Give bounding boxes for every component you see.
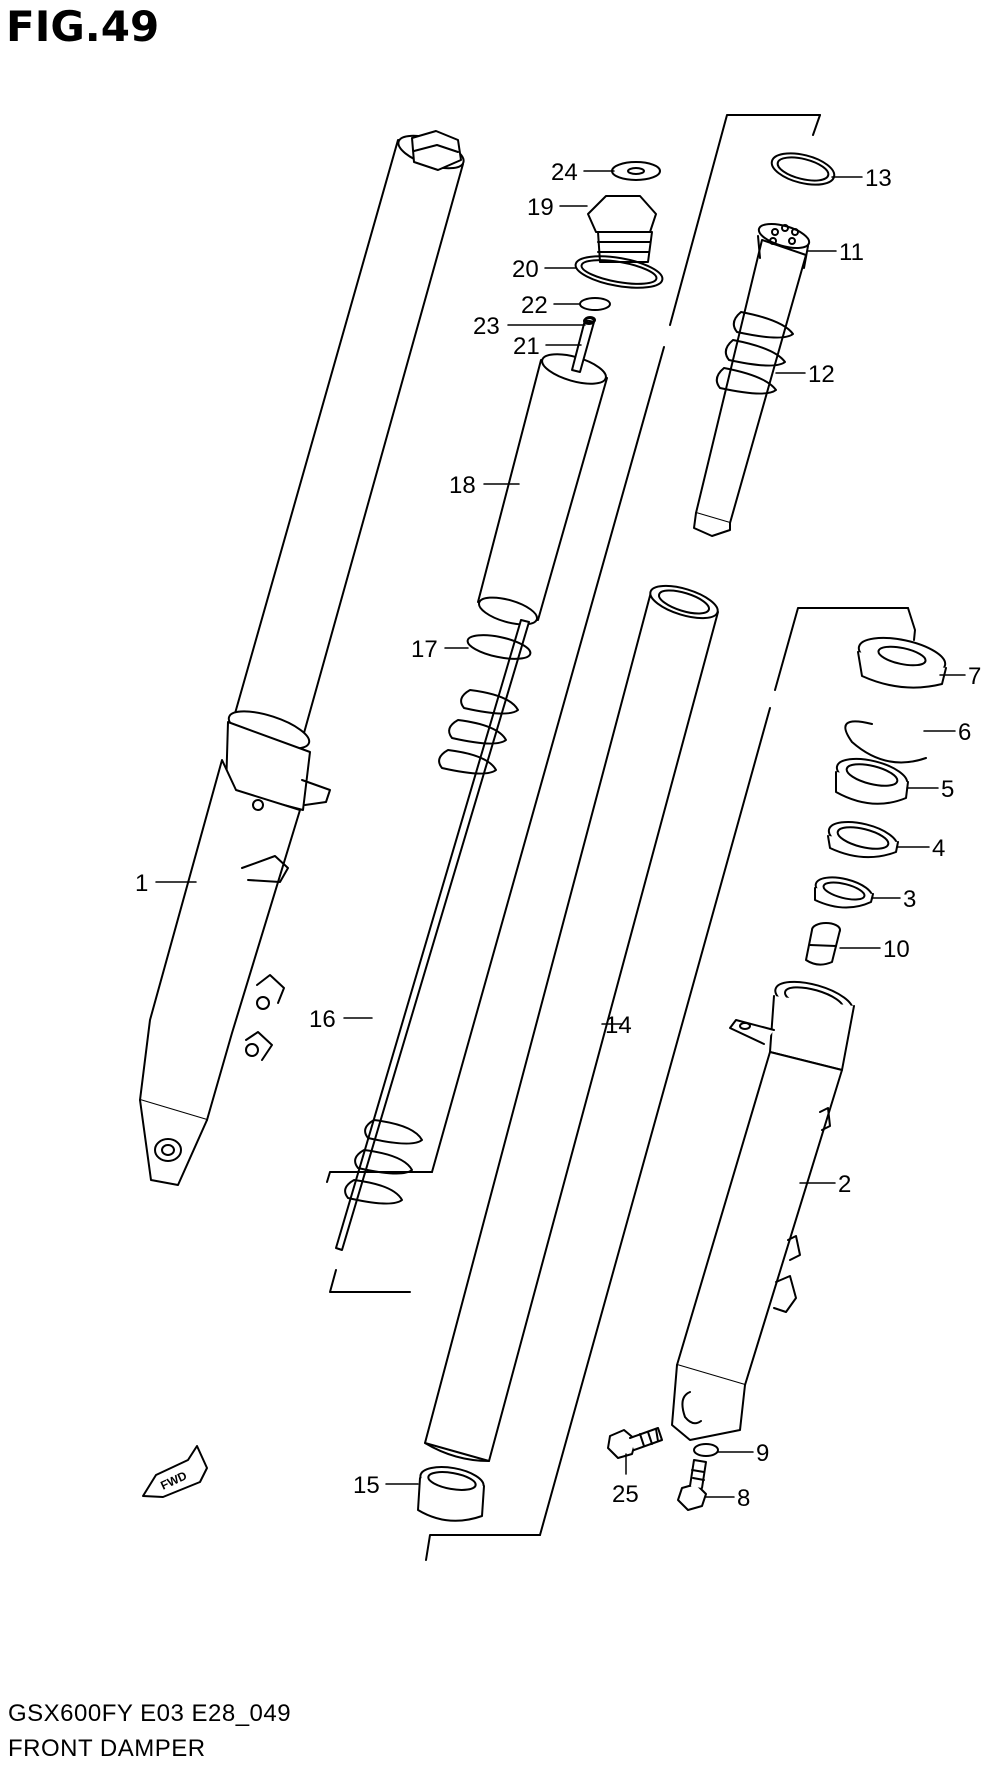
forward-direction-marker: FWD	[142, 1445, 208, 1498]
callout-14: 14	[605, 1012, 632, 1039]
callout-10: 10	[883, 936, 910, 963]
part-9-gasket	[693, 1443, 719, 1457]
callout-24: 24	[551, 159, 578, 186]
callout-20: 20	[512, 256, 539, 283]
callout-17: 17	[411, 636, 438, 663]
figure-title: FIG.49	[6, 2, 160, 51]
part-19-cap-bolt	[587, 195, 657, 263]
part-7-dust-seal	[857, 636, 947, 689]
callout-2: 2	[838, 1171, 851, 1198]
callout-3: 3	[903, 886, 916, 913]
figure-name: FRONT DAMPER	[8, 1735, 206, 1762]
part-8-bolt	[677, 1459, 707, 1511]
part-20-o-ring	[574, 255, 664, 289]
callout-13: 13	[865, 165, 892, 192]
callout-6: 6	[958, 719, 971, 746]
part-2-fork-leg-right	[671, 980, 855, 1441]
model-code: GSX600FY E03 E28_049	[8, 1700, 292, 1727]
callout-16: 16	[309, 1006, 336, 1033]
callout-21: 21	[513, 333, 540, 360]
callout-8: 8	[737, 1485, 750, 1512]
part-12-fork-spring	[715, 311, 794, 395]
callout-12: 12	[808, 361, 835, 388]
callout-7: 7	[968, 663, 981, 690]
callout-15: 15	[353, 1472, 380, 1499]
callout-9: 9	[756, 1440, 769, 1467]
callout-numbers: 24 19 20 22 23 21 18 17 16 1 13 11 12 14…	[135, 159, 981, 1512]
callout-5: 5	[941, 776, 954, 803]
part-18-damper-cylinder	[477, 353, 608, 626]
part-5-oil-seal	[835, 757, 909, 805]
callout-11: 11	[839, 239, 864, 266]
part-25-bolt	[607, 1427, 663, 1459]
assembly-bracket-upper	[326, 114, 821, 1293]
part-4-seal-spacer	[827, 820, 899, 859]
part-13-ring	[770, 152, 836, 186]
callout-4: 4	[932, 835, 945, 862]
part-11-spacer-pipe	[693, 223, 811, 537]
part-21-rod	[335, 317, 595, 1251]
part-16-rod-spring	[344, 689, 519, 1205]
callout-18: 18	[449, 472, 476, 499]
part-6-stopper-ring	[844, 720, 927, 764]
part-17-o-ring	[466, 634, 532, 660]
callout-22: 22	[521, 292, 548, 319]
part-22-o-ring	[579, 297, 611, 311]
part-15-bushing	[417, 1466, 485, 1522]
callout-19: 19	[527, 194, 554, 221]
callout-1: 1	[135, 870, 148, 897]
part-23-rod-tip	[584, 316, 596, 324]
part-1-fork-leg-left	[139, 130, 465, 1186]
part-3-guide-metal	[814, 876, 874, 909]
part-24-washer	[611, 161, 661, 181]
callout-25: 25	[612, 1481, 639, 1508]
callout-23: 23	[473, 313, 500, 340]
part-14-inner-tube	[424, 584, 719, 1462]
part-10-oil-lock-piece	[805, 922, 841, 966]
leader-lines	[155, 170, 966, 1498]
assembly-bracket-lower	[425, 607, 916, 1561]
